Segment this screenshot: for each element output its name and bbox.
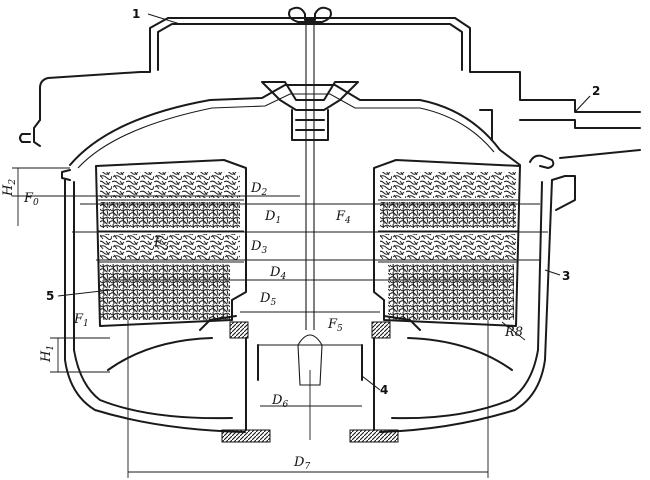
- base-flange-right: [349, 429, 399, 443]
- label-F0: F0: [23, 191, 39, 208]
- base-flange-left: [221, 429, 271, 443]
- label-D5: D5: [259, 291, 276, 308]
- filter-element-right-frame: [373, 159, 521, 327]
- seal-ring-left: [229, 321, 249, 339]
- right-hook: [529, 154, 555, 169]
- filter-pan-inner: [73, 181, 543, 420]
- center-rod: [305, 22, 315, 330]
- housing-inner-arc: [77, 93, 495, 169]
- callout-3: 3: [562, 269, 570, 283]
- callout-1: 1: [132, 7, 140, 21]
- housing-shoulder-left: [19, 119, 41, 147]
- callout-leaders: [57, 13, 591, 391]
- callout-4: 4: [380, 383, 388, 397]
- rod-nut-upper: [261, 81, 359, 111]
- housing-top-arc: [69, 84, 521, 166]
- deflector-left: [107, 315, 237, 371]
- filter-pan-outer: [64, 179, 553, 433]
- label-H1: H1: [39, 345, 56, 363]
- media-separators: [98, 199, 518, 263]
- label-D2: D2: [250, 181, 267, 198]
- label-F4: F4: [335, 209, 351, 226]
- callout-5: 5: [46, 289, 54, 303]
- label-R8: R8: [504, 325, 523, 340]
- center-column: [245, 337, 375, 431]
- label-D3: D3: [250, 239, 267, 256]
- left-hook: [61, 169, 71, 181]
- label-F1: F1: [73, 312, 89, 329]
- filter-element-left-frame: [95, 159, 247, 327]
- wing-nut: [288, 6, 332, 23]
- media-right-layer-3: [380, 234, 516, 260]
- label-F5: F5: [327, 317, 343, 334]
- label-H2: H2: [1, 179, 18, 197]
- filter-housing-outline: [39, 17, 641, 121]
- media-left-layer-1: [100, 172, 240, 198]
- pan-right-flange: [551, 175, 576, 211]
- label-D6: D6: [271, 393, 288, 410]
- label-F3: F3: [153, 235, 169, 252]
- deflector-right: [383, 315, 513, 371]
- dimension-lines: [12, 167, 548, 478]
- outlet-bracket: [479, 109, 493, 141]
- media-right-layer-2: [380, 202, 516, 228]
- callout-2: 2: [592, 84, 600, 98]
- filter-cap: [157, 23, 463, 71]
- media-right-layer-4: [388, 264, 514, 320]
- media-right-layer-1: [380, 172, 516, 198]
- label-D7: D7: [293, 455, 310, 472]
- media-left-layer-4: [100, 264, 230, 320]
- center-rod-bulb: [297, 334, 323, 386]
- rod-nut-lower: [291, 109, 329, 141]
- label-D4: D4: [269, 265, 286, 282]
- label-D1: D1: [264, 209, 281, 226]
- seal-ring-right: [371, 321, 391, 339]
- air-inlet-tube: [519, 119, 641, 159]
- media-left-layer-3: [100, 234, 240, 260]
- media-left-layer-2: [100, 202, 240, 228]
